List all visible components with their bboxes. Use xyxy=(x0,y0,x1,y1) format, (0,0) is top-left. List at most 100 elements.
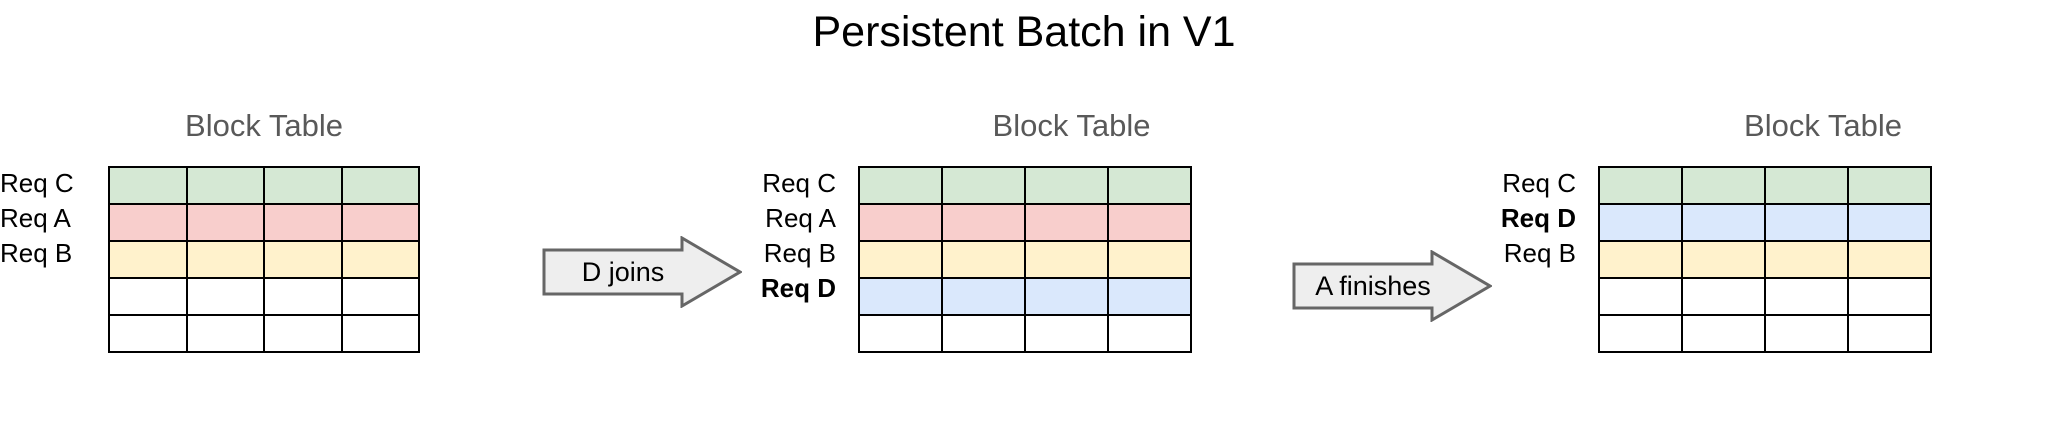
block-cell[interactable] xyxy=(1024,166,1109,205)
block-cell[interactable] xyxy=(858,277,943,316)
block-cell[interactable] xyxy=(1598,240,1683,279)
block-cell[interactable] xyxy=(108,314,188,353)
transition-arrow-a-finishes: A finishes xyxy=(1292,250,1492,322)
block-cell[interactable] xyxy=(1764,166,1849,205)
block-cell[interactable] xyxy=(340,240,420,279)
block-cell[interactable] xyxy=(1681,203,1766,242)
block-cell[interactable] xyxy=(340,314,420,353)
table-row xyxy=(108,203,420,242)
table-row xyxy=(1598,314,1932,353)
row-label-req-b: Req B xyxy=(0,238,73,268)
arrow-right-icon xyxy=(542,236,742,308)
block-cell[interactable] xyxy=(263,314,343,353)
table-row xyxy=(1598,240,1932,279)
block-cell[interactable] xyxy=(1681,277,1766,316)
row-label-empty xyxy=(0,271,98,306)
block-cell[interactable] xyxy=(941,277,1026,316)
block-cell[interactable] xyxy=(1024,277,1109,316)
block-cell[interactable] xyxy=(941,314,1026,353)
block-cell[interactable] xyxy=(340,277,420,316)
table-row xyxy=(858,277,1192,316)
block-cell[interactable] xyxy=(858,314,943,353)
block-cell[interactable] xyxy=(1107,203,1192,242)
block-cell[interactable] xyxy=(1598,166,1683,205)
row-label-empty xyxy=(750,306,848,341)
table-row xyxy=(1598,277,1932,316)
block-cell[interactable] xyxy=(941,203,1026,242)
block-cell[interactable] xyxy=(185,203,265,242)
block-cell[interactable] xyxy=(1681,314,1766,353)
block-cell[interactable] xyxy=(263,277,343,316)
panel-heading: Block Table xyxy=(1744,108,1902,143)
block-cell[interactable] xyxy=(108,166,188,205)
block-cell[interactable] xyxy=(1107,166,1192,205)
block-cell[interactable] xyxy=(185,240,265,279)
block-cell[interactable] xyxy=(1847,277,1932,316)
block-cell[interactable] xyxy=(1598,277,1683,316)
block-cell[interactable] xyxy=(185,166,265,205)
block-cell[interactable] xyxy=(858,240,943,279)
block-cell[interactable] xyxy=(1847,166,1932,205)
page-title: Persistent Batch in V1 xyxy=(812,8,1236,56)
block-cell[interactable] xyxy=(340,166,420,205)
block-cell[interactable] xyxy=(1681,166,1766,205)
table-row xyxy=(1598,166,1932,205)
row-label-empty xyxy=(1480,306,1588,341)
block-cell[interactable] xyxy=(1107,314,1192,353)
block-cell[interactable] xyxy=(185,314,265,353)
block-cell[interactable] xyxy=(263,166,343,205)
block-cell[interactable] xyxy=(1107,277,1192,316)
block-cell[interactable] xyxy=(1107,240,1192,279)
block-cell[interactable] xyxy=(340,203,420,242)
block-cell[interactable] xyxy=(858,166,943,205)
row-label-req-a: Req A xyxy=(0,203,71,233)
row-label-req-c: Req C xyxy=(1502,168,1576,198)
block-cell[interactable] xyxy=(1764,277,1849,316)
panel-heading: Block Table xyxy=(992,108,1151,143)
block-cell[interactable] xyxy=(1024,240,1109,279)
block-cell[interactable] xyxy=(1598,314,1683,353)
block-cell[interactable] xyxy=(108,240,188,279)
row-label-req-d: Req D xyxy=(760,273,836,303)
block-cell[interactable] xyxy=(858,203,943,242)
block-cell[interactable] xyxy=(1847,314,1932,353)
row-label-empty xyxy=(0,306,98,341)
block-cell[interactable] xyxy=(1764,240,1849,279)
block-cell[interactable] xyxy=(1024,314,1109,353)
block-cell[interactable] xyxy=(1681,240,1766,279)
block-cell[interactable] xyxy=(1598,203,1683,242)
table-row xyxy=(108,166,420,205)
table-row xyxy=(1598,203,1932,242)
transition-arrow-d-joins: D joins xyxy=(542,236,742,308)
block-cell[interactable] xyxy=(108,203,188,242)
table-row xyxy=(108,240,420,279)
block-cell[interactable] xyxy=(263,203,343,242)
row-label-req-b: Req B xyxy=(1503,238,1576,268)
table-row xyxy=(858,240,1192,279)
block-cell[interactable] xyxy=(941,166,1026,205)
block-cell[interactable] xyxy=(1847,240,1932,279)
block-cell[interactable] xyxy=(1847,203,1932,242)
block-table-grid xyxy=(108,166,420,353)
arrow-right-icon xyxy=(1292,250,1492,322)
block-cell[interactable] xyxy=(263,240,343,279)
block-cell[interactable] xyxy=(185,277,265,316)
block-cell[interactable] xyxy=(108,277,188,316)
block-table-grid xyxy=(858,166,1192,353)
row-label-req-c: Req C xyxy=(0,168,74,198)
block-cell[interactable] xyxy=(1764,203,1849,242)
table-row xyxy=(858,166,1192,205)
panel-body: Req C Req A Req B xyxy=(0,166,420,353)
block-cell[interactable] xyxy=(941,240,1026,279)
table-row xyxy=(858,203,1192,242)
block-cell[interactable] xyxy=(1764,314,1849,353)
block-cell[interactable] xyxy=(1024,203,1109,242)
table-row xyxy=(858,314,1192,353)
